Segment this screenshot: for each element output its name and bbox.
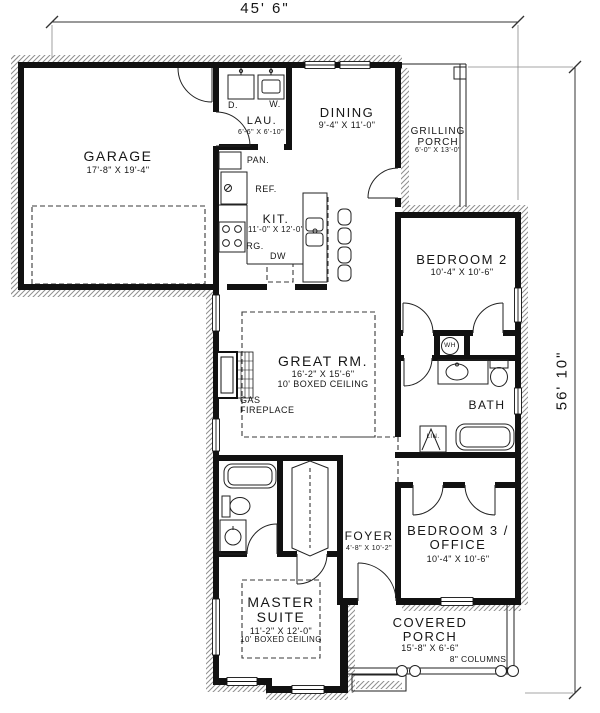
porch-column [409, 665, 421, 677]
master-boxed-ceiling-outline [241, 579, 321, 659]
dryer-label: D. [228, 100, 238, 110]
toilet-bowl [490, 367, 508, 387]
walk-in-closet [291, 460, 329, 557]
laundry-label: LAU. [246, 115, 278, 127]
covered-porch-label-1: COVERED [392, 615, 468, 630]
covered-porch-label-2: PORCH [402, 629, 458, 644]
porch-step [351, 674, 407, 692]
bar-stool [337, 227, 352, 245]
dryer-box [227, 74, 255, 100]
washer-label: W. [269, 99, 281, 109]
door-swings [177, 67, 504, 602]
master-vanity [219, 519, 247, 555]
refrigerator-label: REF. [255, 184, 277, 194]
covered-porch-size: 15'-8" X 6'-6" [401, 643, 459, 653]
bar-stool [337, 246, 352, 264]
porch-column [495, 665, 507, 677]
great-room-boxed-ceiling-outline [241, 311, 376, 438]
linen-closet [419, 425, 447, 453]
foyer-label: FOYER [344, 529, 394, 543]
overall-width-dimension: 45' 6" [240, 0, 290, 17]
water-heater-label: WH [444, 342, 456, 349]
master-tub [223, 463, 277, 489]
great-room-label: GREAT RM. [278, 353, 368, 369]
bar-stool [337, 264, 352, 282]
fireplace [216, 351, 254, 399]
kitchen-size: 11'-0" X 12'-0" [248, 225, 304, 234]
foyer-size: 4'-8" X 10'-2" [346, 545, 392, 552]
porch-column [396, 665, 408, 677]
counter-edge [219, 204, 303, 265]
bedroom2-size: 10'-4" X 10'-6" [430, 267, 494, 277]
refrigerator-box [220, 171, 248, 205]
kitchen-island [302, 192, 328, 283]
sink-bowl [305, 232, 324, 247]
dishwasher-label: DW [270, 251, 286, 261]
master-suite-ceiling: 10' BOXED CEILING [240, 635, 322, 644]
master-suite-label-2: SUITE [256, 609, 306, 625]
range-label: RG. [246, 241, 264, 251]
garage-door-outline [31, 205, 206, 285]
bar-stool [337, 208, 352, 226]
exterior-wall-hatching [11, 55, 528, 700]
garage-size: 17'-8" X 19'-4" [86, 165, 150, 175]
great-room-size: 16'-2" X 15'-6" [291, 369, 355, 379]
porch-outlines [348, 63, 519, 692]
pantry-cabinet [218, 151, 242, 170]
dimension-lines [45, 15, 582, 700]
bedroom3-size: 10'-4" X 10'-6" [426, 554, 490, 564]
bath-label: BATH [468, 398, 506, 412]
range-box [218, 221, 246, 253]
bedroom3-label-1: BEDROOM 3 / [407, 523, 509, 538]
grilling-porch-label-1: GRILLING [410, 126, 466, 137]
bedroom3-label-2: OFFICE [429, 537, 487, 552]
garage-label: GARAGE [83, 148, 153, 164]
bedroom2-label: BEDROOM 2 [416, 252, 508, 267]
windows [212, 61, 522, 694]
porch-column-post [453, 66, 467, 80]
bath-fixtures [219, 337, 515, 555]
master-toilet-bowl [229, 497, 251, 515]
toilet-tank [489, 359, 509, 369]
overall-depth-dimension: 56' 10" [553, 350, 571, 411]
master-suite-label-1: MASTER [247, 594, 315, 610]
bath-vanity [437, 359, 489, 385]
linen-label: LIN. [426, 434, 440, 440]
covered-porch-columns: 8" COLUMNS [449, 654, 507, 664]
kitchen-label: KIT. [262, 212, 290, 226]
linen-door [421, 427, 441, 451]
porch-column [507, 665, 519, 677]
bathtub [455, 423, 515, 451]
dining-label: DINING [319, 105, 375, 120]
water-heater [441, 337, 459, 355]
sink-bowl [305, 217, 324, 232]
grilling-porch-label-2: PORCH [417, 137, 459, 148]
great-room-ceiling: 10' BOXED CEILING [277, 379, 369, 389]
laundry-size: 6'-6" X 6'-10" [238, 129, 284, 136]
kitchen-fixtures [218, 68, 352, 283]
pantry-label: PAN. [246, 155, 270, 165]
gas-fireplace-label: GAS FIREPLACE [240, 395, 295, 416]
dining-size: 9'-4" X 11'-0" [318, 120, 376, 130]
master-suite-size: 11'-2" X 12'-0" [249, 626, 313, 636]
dishwasher-outline [266, 263, 294, 283]
master-toilet-tank [221, 495, 231, 518]
grilling-porch-size: 6'-0" X 13'-0" [415, 147, 461, 154]
